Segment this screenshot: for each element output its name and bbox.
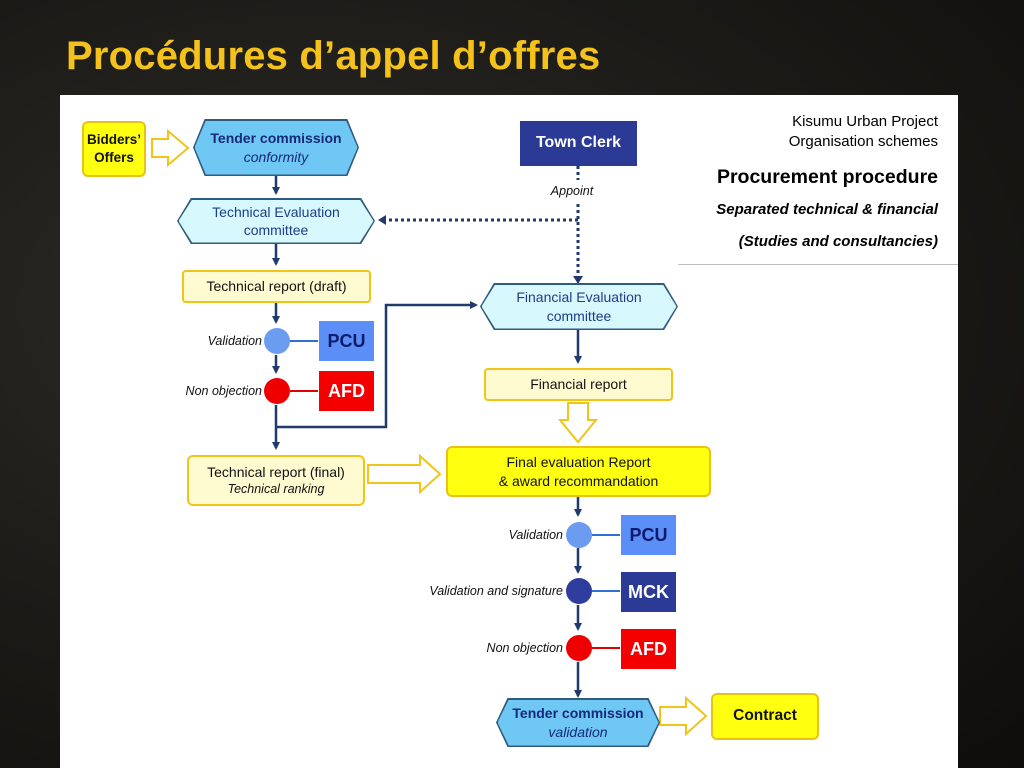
technical-report-draft: Technical report (draft) [182,270,371,303]
validation-dot [264,328,290,354]
non-objection-dot [264,378,290,404]
tag-mck-label: MCK [628,581,669,602]
final-evaluation-report: Final evaluation Report & award recomman… [446,446,711,497]
technical-report-final: Technical report (final) Technical ranki… [187,455,365,506]
tender-validation-title: Tender commission [512,705,644,722]
left-approval-label-2: Non objection [185,384,262,398]
dotted-arrowhead-down [573,276,583,284]
left-approval-label-1: Validation [207,334,262,348]
tag-afd-right: AFD [621,629,676,669]
bidders-offers-box: Bidders’ Offers [82,121,146,177]
contract-label: Contract [733,707,797,725]
tender-commission-sub: conformity [243,148,309,165]
right-approval-label-2: Validation and signature [429,584,563,598]
right-approval-label-3: Non objection [486,641,563,655]
header-divider [678,264,958,265]
tech-report-draft-label: Technical report (draft) [206,278,347,295]
final-eval-line1: Final evaluation Report [506,454,651,471]
tag-afd-left-label: AFD [328,380,365,401]
technical-evaluation-committee: Technical Evaluation committee [177,198,375,244]
right-approval-label-1: Validation [508,528,563,542]
tender-commission-title: Tender commission [210,130,342,147]
fin-report-label: Financial report [530,376,627,393]
tag-pcu-right-label: PCU [629,524,668,545]
header-heading: Procurement procedure [716,166,938,188]
dotted-arrowhead [378,215,386,225]
header-scope: (Studies and consultancies) [738,233,938,250]
tender-commission-conformity: Tender commission conformity [193,119,359,176]
town-clerk-label: Town Clerk [535,134,622,152]
arrow-to-financial-eval [276,301,478,429]
tag-afd-right-label: AFD [630,638,667,659]
tag-pcu-left-label: PCU [327,330,366,351]
hollow-arrow-tech-final [367,453,442,495]
financial-report: Financial report [484,368,673,401]
tech-report-final-title: Technical report (final) [207,464,345,481]
tag-afd-left: AFD [319,371,374,411]
tech-report-final-sub: Technical ranking [227,482,325,497]
tender-commission-validation: Tender commission validation [496,698,660,747]
contract-box: Contract [711,693,819,740]
appoint-label: Appoint [550,184,594,198]
tag-pcu-right: PCU [621,515,676,555]
header-subheading: Separated technical & financial [716,201,938,218]
slide-title: Procédures d’appel d’offres [66,34,601,78]
town-clerk-box: Town Clerk [520,121,637,166]
tender-validation-sub: validation [548,723,608,740]
header-line-1: Kisumu Urban Project [792,113,938,130]
hollow-arrow-fin-report-down [557,402,599,444]
hollow-arrow-contract [659,695,708,737]
fin-eval-label: Financial Evaluation committee [516,289,642,324]
final-eval-line2: & award recommandation [498,472,659,489]
tag-mck: MCK [621,572,676,612]
header-project: Kisumu Urban Project Organisation scheme… [789,112,938,152]
financial-evaluation-committee: Financial Evaluation committee [480,283,678,330]
non-objection-dot-2 [566,635,592,661]
header-line-2: Organisation schemes [788,133,938,150]
signature-dot [566,578,592,604]
hollow-arrow-bidders [151,128,190,168]
bidders-offers-label: Bidders’ Offers [86,132,141,165]
tag-pcu-left: PCU [319,321,374,361]
validation-dot-2 [566,522,592,548]
tech-eval-label: Technical Evaluation committee [212,203,340,238]
